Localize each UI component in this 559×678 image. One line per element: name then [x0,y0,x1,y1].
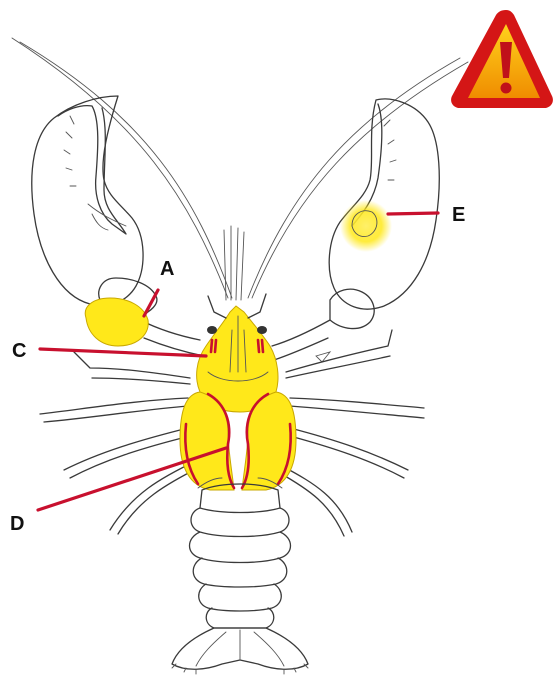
label-c: C [12,340,26,362]
antennae [12,38,468,300]
label-a: A [160,258,174,280]
highlight-region-a [85,298,148,346]
highlight-region-e [340,200,392,252]
warning-triangle-icon [451,10,553,108]
label-e: E [452,204,465,226]
abdomen [172,478,308,674]
label-d: D [10,513,24,535]
leader-line-e [388,213,438,214]
